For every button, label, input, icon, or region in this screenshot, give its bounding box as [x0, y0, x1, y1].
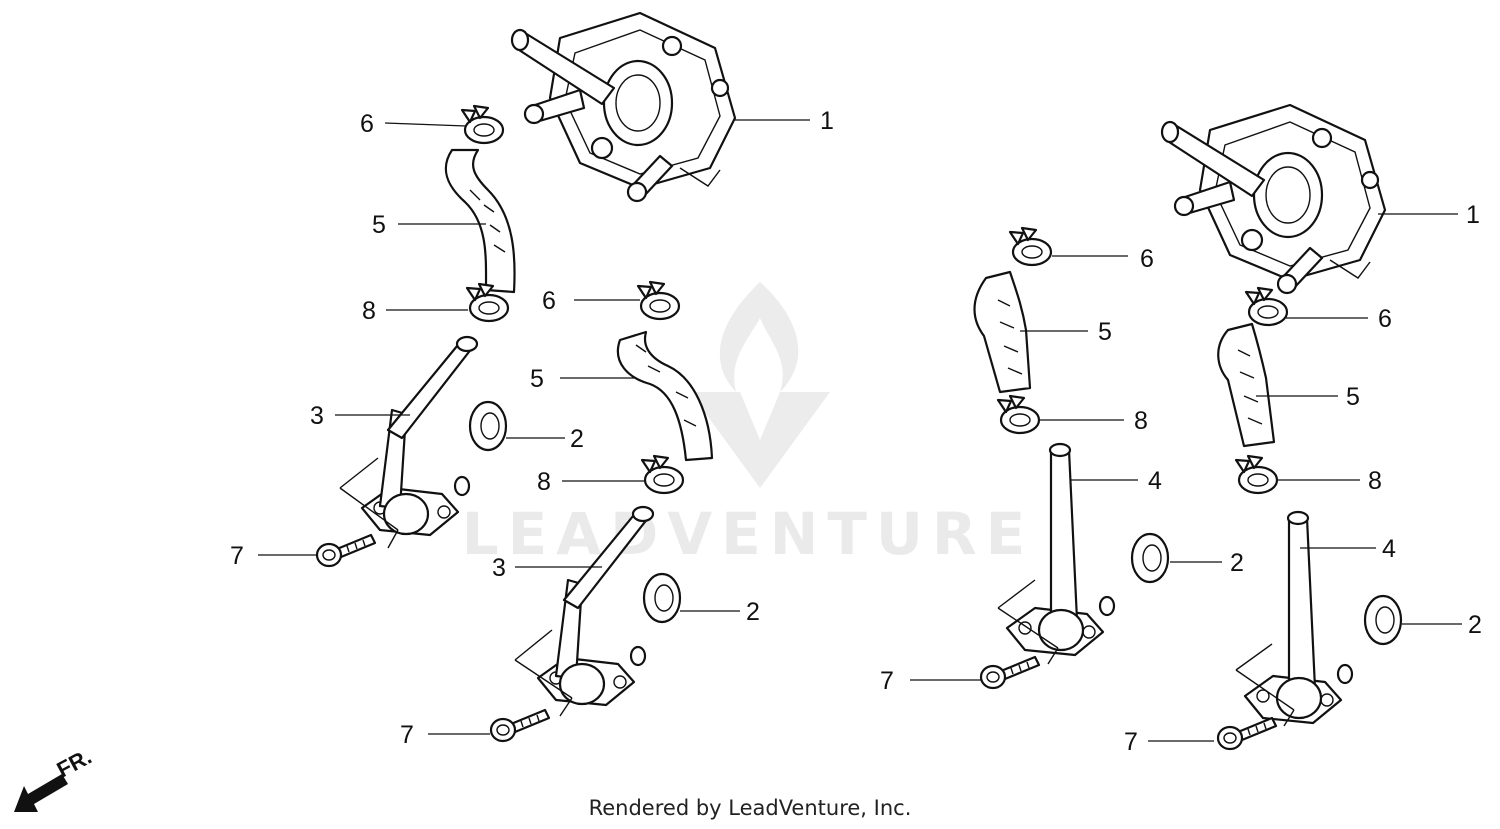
callout-c5: 5: [1098, 318, 1112, 346]
callout-a2: 2: [570, 425, 584, 453]
hose-d: [1217, 322, 1276, 448]
hose-b: [616, 330, 714, 462]
bolt-b: [489, 708, 551, 743]
washer-d: [1363, 594, 1403, 646]
fuel-joint-d: [1243, 510, 1354, 725]
callout-c6: 6: [1140, 245, 1154, 273]
callout-c7: 7: [880, 667, 894, 695]
fuel-joint-a: [360, 335, 479, 537]
washer-a: [468, 400, 508, 452]
fuel-pump-a: [510, 11, 737, 203]
callout-b8: 8: [537, 468, 551, 496]
clip-d-lower: [1234, 454, 1279, 495]
callout-a5: 5: [372, 211, 386, 239]
washer-b: [642, 572, 682, 624]
callout-c8: 8: [1134, 407, 1148, 435]
callout-a7: 7: [230, 542, 244, 570]
washer-c: [1130, 532, 1170, 584]
clip-b-upper: [636, 280, 681, 321]
callout-d7: 7: [1124, 728, 1138, 756]
callout-c2: 2: [1230, 549, 1244, 577]
callout-a6: 6: [360, 110, 374, 138]
clip-a-upper: [460, 104, 505, 145]
callout-a8: 8: [362, 297, 376, 325]
callout-b2: 2: [746, 598, 760, 626]
bolt-a: [315, 533, 377, 568]
callout-d1: 1: [1466, 201, 1480, 229]
footer-credit: Rendered by LeadVenture, Inc.: [588, 796, 912, 820]
callout-b6: 6: [542, 287, 556, 315]
hose-a: [444, 148, 516, 294]
callout-a1: 1: [820, 107, 834, 135]
arrow-icon: [14, 774, 68, 812]
callout-b3: 3: [492, 554, 506, 582]
clip-b-lower: [640, 454, 685, 495]
callout-c4: 4: [1148, 467, 1162, 495]
callout-a3: 3: [310, 402, 324, 430]
callout-b5: 5: [530, 365, 544, 393]
callout-d6: 6: [1378, 305, 1392, 333]
callout-d2: 2: [1468, 611, 1482, 639]
clip-c-lower: [996, 394, 1041, 435]
callout-d4: 4: [1382, 535, 1396, 563]
callout-d5: 5: [1346, 383, 1360, 411]
callout-d8: 8: [1368, 467, 1382, 495]
clip-d-upper: [1244, 286, 1289, 327]
fuel-pump-d: [1160, 103, 1387, 295]
bolt-d: [1216, 716, 1278, 751]
hose-c: [973, 270, 1032, 394]
callout-b7: 7: [400, 721, 414, 749]
watermark-text: LEADVENTURE: [462, 500, 1035, 568]
watermark: LEADVENTURE: [462, 282, 1035, 568]
clip-c-upper: [1008, 226, 1053, 267]
bolt-c: [979, 655, 1041, 690]
